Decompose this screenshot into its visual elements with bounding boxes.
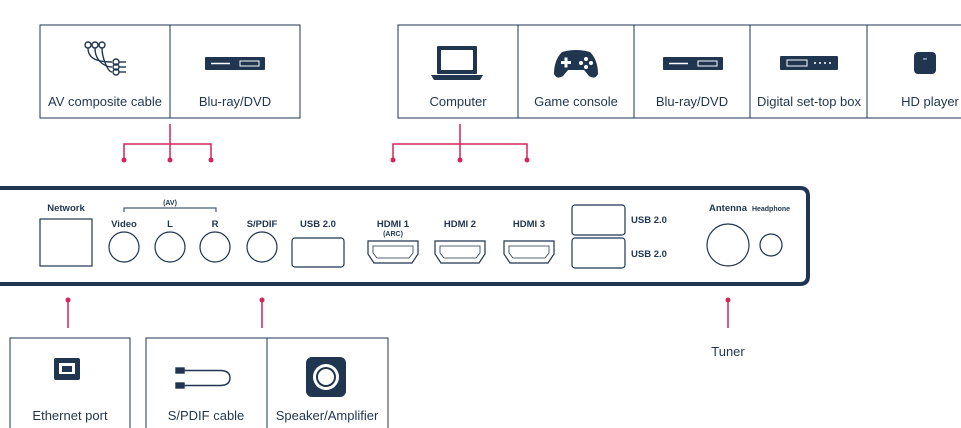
top-left-device-group	[39, 24, 301, 119]
port-panel	[0, 186, 810, 286]
l-port-label: L	[167, 219, 173, 230]
hdmi-1-label: HDMI 1	[377, 219, 410, 230]
top-left-connector-dots	[121, 157, 214, 163]
bluray-player-icon	[205, 57, 265, 70]
spdif-port-label: S/PDIF	[247, 219, 278, 230]
av-group-label: (AV)	[163, 200, 177, 207]
hdmi-3-label: HDMI 3	[513, 219, 545, 230]
set-top-box-icon	[780, 56, 838, 70]
audio-l-port	[154, 231, 186, 263]
ethernet-port-icon	[54, 358, 80, 380]
hdmi-arc-label: (ARC)	[383, 231, 403, 238]
top-right-connector-dots	[390, 157, 530, 163]
game-console-label: Game console	[534, 94, 618, 109]
hdmi-port-2	[434, 240, 486, 264]
network-port-label: Network	[47, 203, 85, 214]
speaker-icon	[306, 357, 346, 397]
headphone-port-label: Headphone	[752, 206, 790, 213]
top-right-device-group	[397, 24, 961, 119]
hdmi-port-3	[503, 240, 555, 264]
bottom-connector-dots	[65, 297, 731, 303]
usb-port-2	[571, 204, 626, 236]
video-port	[108, 231, 140, 263]
computer-label: Computer	[429, 94, 487, 109]
usb-port-3-label: USB 2.0	[631, 249, 667, 260]
hd-player-label: HD player	[901, 94, 959, 109]
usb-port-1	[291, 237, 345, 268]
av-composite-cable-label: AV composite cable	[48, 94, 162, 109]
spdif-cable-icon	[175, 367, 231, 389]
hd-player-icon: mi	[914, 52, 936, 74]
video-port-label: Video	[111, 219, 137, 230]
antenna-port	[706, 223, 750, 267]
tuner-label: Tuner	[711, 344, 745, 359]
bottom-connectors	[67, 300, 729, 328]
bluray-dvd-label-right: Blu-ray/DVD	[656, 94, 728, 109]
hdmi-2-label: HDMI 2	[444, 219, 476, 230]
audio-r-port	[199, 231, 231, 263]
speaker-amplifier-label: Speaker/Amplifier	[276, 408, 379, 423]
ethernet-port-label: Ethernet port	[32, 408, 108, 423]
bottom-left-device-group	[9, 337, 131, 428]
hdmi-port-1	[367, 240, 419, 264]
spdif-port	[246, 231, 278, 263]
av-cable-icon	[84, 41, 126, 76]
usb-port-3	[571, 237, 626, 269]
digital-set-top-box-label: Digital set-top box	[757, 94, 862, 109]
headphone-port	[759, 233, 783, 257]
r-port-label: R	[212, 219, 219, 230]
top-right-connector	[392, 124, 528, 160]
network-port	[39, 218, 93, 267]
spdif-cable-label: S/PDIF cable	[168, 408, 245, 423]
usb-port-1-label: USB 2.0	[300, 219, 336, 230]
antenna-port-label: Antenna	[709, 203, 748, 214]
top-left-connector	[123, 124, 212, 160]
usb-port-2-label: USB 2.0	[631, 215, 667, 226]
bluray-player-icon	[663, 57, 723, 70]
laptop-icon	[431, 46, 483, 80]
bluray-dvd-label-left: Blu-ray/DVD	[199, 94, 271, 109]
gamepad-icon	[554, 50, 598, 78]
av-group-bracket	[123, 207, 217, 212]
svg-text:mi: mi	[923, 56, 927, 61]
